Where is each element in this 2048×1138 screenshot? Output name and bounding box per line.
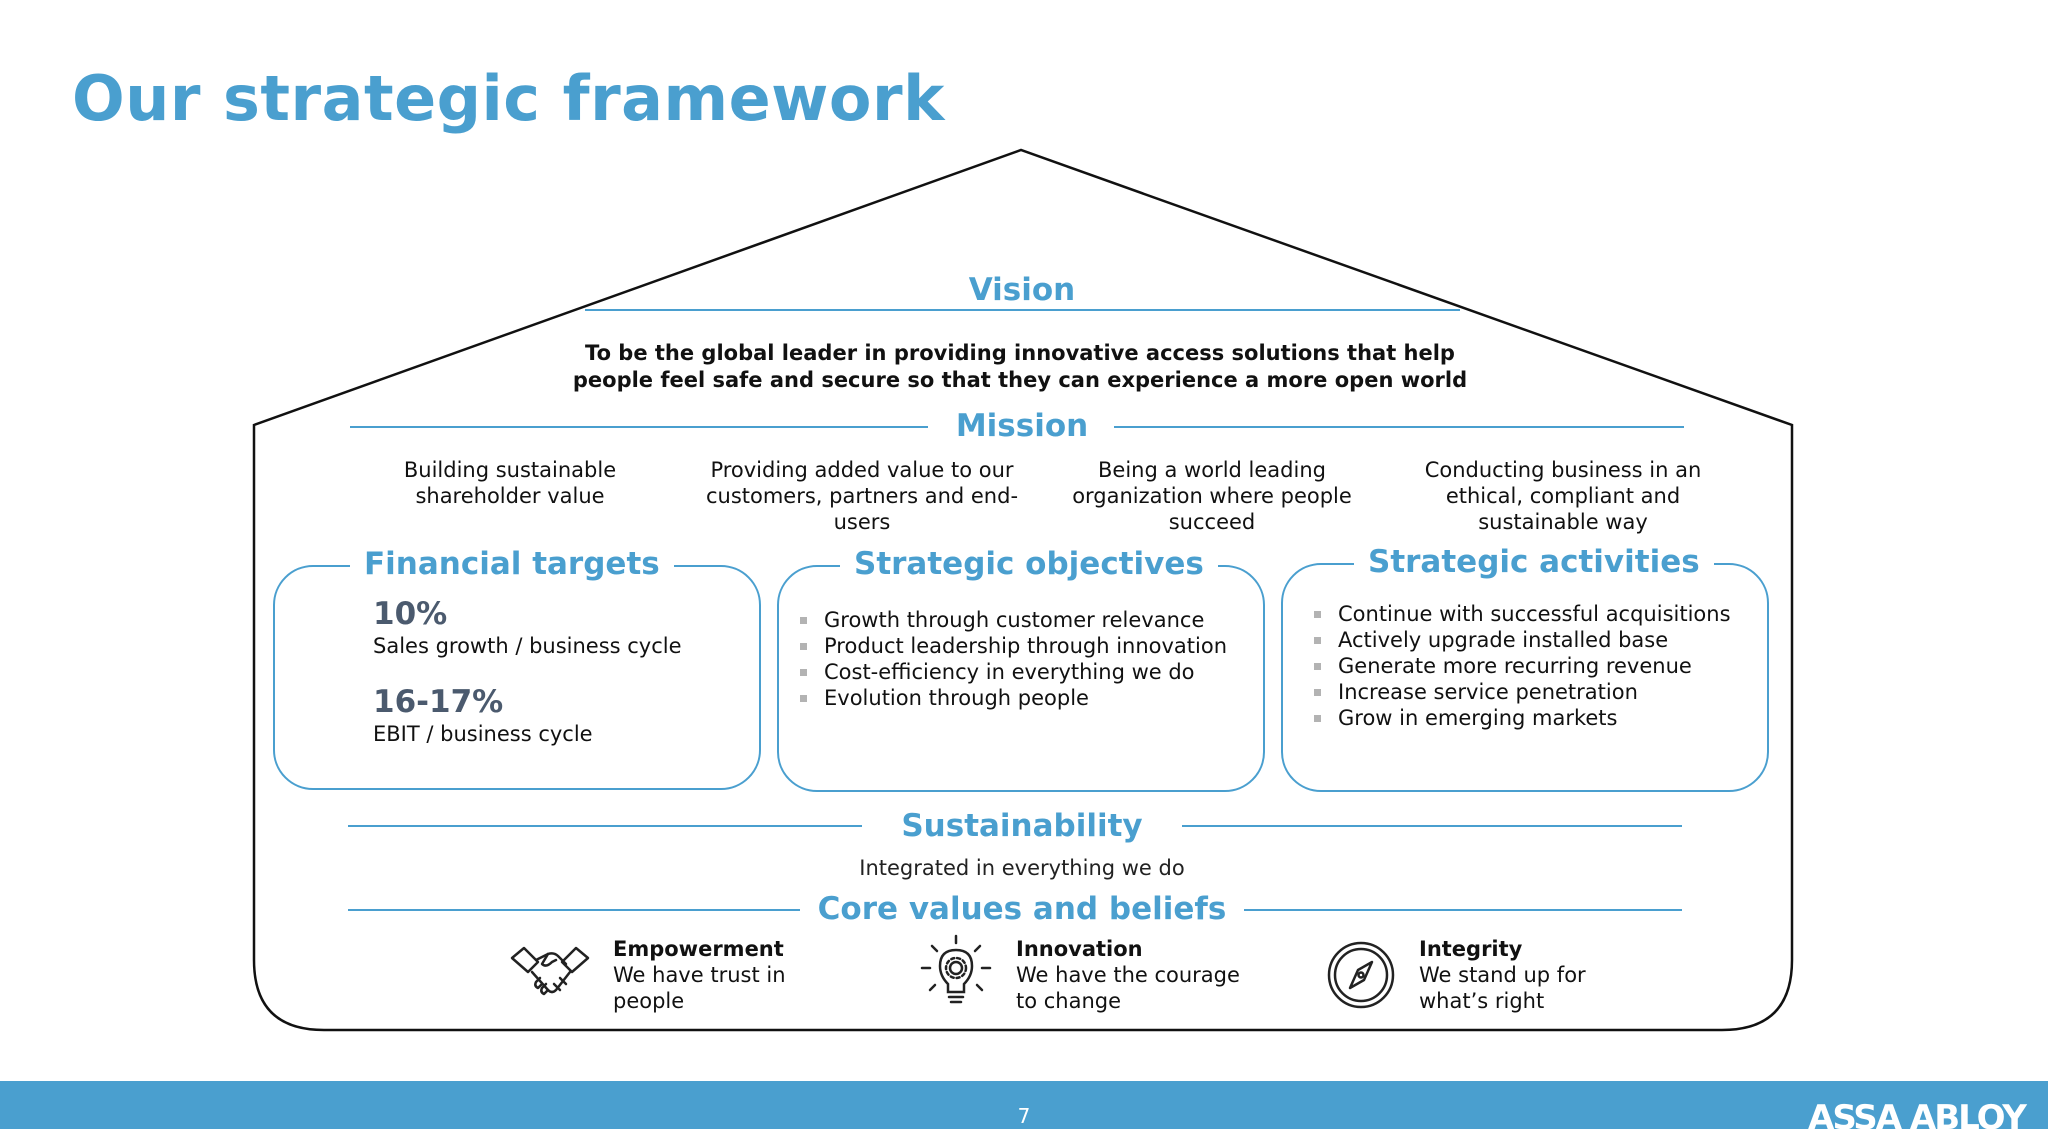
financial-target-label: Sales growth / business cycle (373, 634, 682, 658)
vision-heading: Vision (940, 272, 1104, 308)
strategic-activities-heading: Strategic activities (1354, 544, 1714, 580)
mission-heading: Mission (930, 408, 1114, 444)
house-shape (252, 148, 1794, 1032)
financial-target-1: 10% Sales growth / business cycle (373, 596, 682, 658)
core-value-desc-line2: to change (1016, 989, 1122, 1013)
core-value-innovation: Innovation We have the courage to change (1016, 936, 1240, 1014)
mission-item-organization: Being a world leading organization where… (1072, 458, 1352, 534)
bullet-icon (1314, 637, 1321, 644)
core-value-title: Empowerment (613, 937, 784, 961)
list-item: Continue with successful acquisitions (1310, 601, 1731, 627)
list-item: Grow in emerging markets (1310, 705, 1731, 731)
page-title: Our strategic framework (72, 62, 945, 135)
mission-item-ethical: Conducting business in an ethical, compl… (1424, 458, 1702, 534)
compass-icon (1327, 941, 1395, 1009)
list-item: Product leadership through innovation (796, 633, 1227, 659)
lightbulb-icon (920, 934, 992, 1004)
core-value-title: Innovation (1016, 937, 1143, 961)
list-item: Increase service penetration (1310, 679, 1731, 705)
bullet-icon (800, 695, 807, 702)
core-value-title: Integrity (1419, 937, 1523, 961)
vision-line-2: people feel safe and secure so that they… (572, 368, 1468, 392)
core-value-empowerment: Empowerment We have trust in people (613, 936, 786, 1014)
core-value-desc-line1: We stand up for (1419, 963, 1586, 987)
list-item: Generate more recurring revenue (1310, 653, 1731, 679)
strategic-objectives-list: Growth through customer relevance Produc… (796, 607, 1227, 711)
financial-target-value: 10% (373, 596, 448, 632)
financial-target-label: EBIT / business cycle (373, 722, 593, 746)
core-values-heading: Core values and beliefs (810, 891, 1234, 927)
handshake-icon (510, 946, 590, 996)
mission-item-shareholder: Building sustainable shareholder value (403, 458, 617, 508)
financial-target-2: 16-17% EBIT / business cycle (373, 684, 593, 746)
core-value-desc-line2: what’s right (1419, 989, 1545, 1013)
bullet-icon (1314, 689, 1321, 696)
strategic-activities-list: Continue with successful acquisitions Ac… (1310, 601, 1731, 731)
sustainability-text: Integrated in everything we do (859, 856, 1185, 880)
page-number: 7 (1017, 1104, 1031, 1128)
sustainability-heading: Sustainability (872, 808, 1172, 844)
bullet-icon (800, 669, 807, 676)
bullet-icon (800, 643, 807, 650)
vision-line-1: To be the global leader in providing inn… (585, 341, 1455, 365)
strategic-objectives-heading: Strategic objectives (840, 546, 1218, 582)
financial-target-value: 16-17% (373, 684, 504, 720)
bullet-icon (1314, 611, 1321, 618)
core-value-desc-line1: We have the courage (1016, 963, 1240, 987)
list-item: Cost-efficiency in everything we do (796, 659, 1227, 685)
list-item: Growth through customer relevance (796, 607, 1227, 633)
core-value-desc-line1: We have trust in (613, 963, 786, 987)
mission-item-customers: Providing added value to our customers, … (705, 458, 1019, 534)
financial-targets-heading: Financial targets (350, 546, 674, 582)
list-item: Actively upgrade installed base (1310, 627, 1731, 653)
bullet-icon (800, 617, 807, 624)
bullet-icon (1314, 663, 1321, 670)
vision-statement: To be the global leader in providing inn… (520, 340, 1520, 394)
list-item: Evolution through people (796, 685, 1227, 711)
core-value-desc-line2: people (613, 989, 685, 1013)
bullet-icon (1314, 715, 1321, 722)
footer-bar (0, 1081, 2048, 1129)
core-value-integrity: Integrity We stand up for what’s right (1419, 936, 1586, 1014)
assa-abloy-logo: ASSA ABLOY (1808, 1098, 2027, 1138)
